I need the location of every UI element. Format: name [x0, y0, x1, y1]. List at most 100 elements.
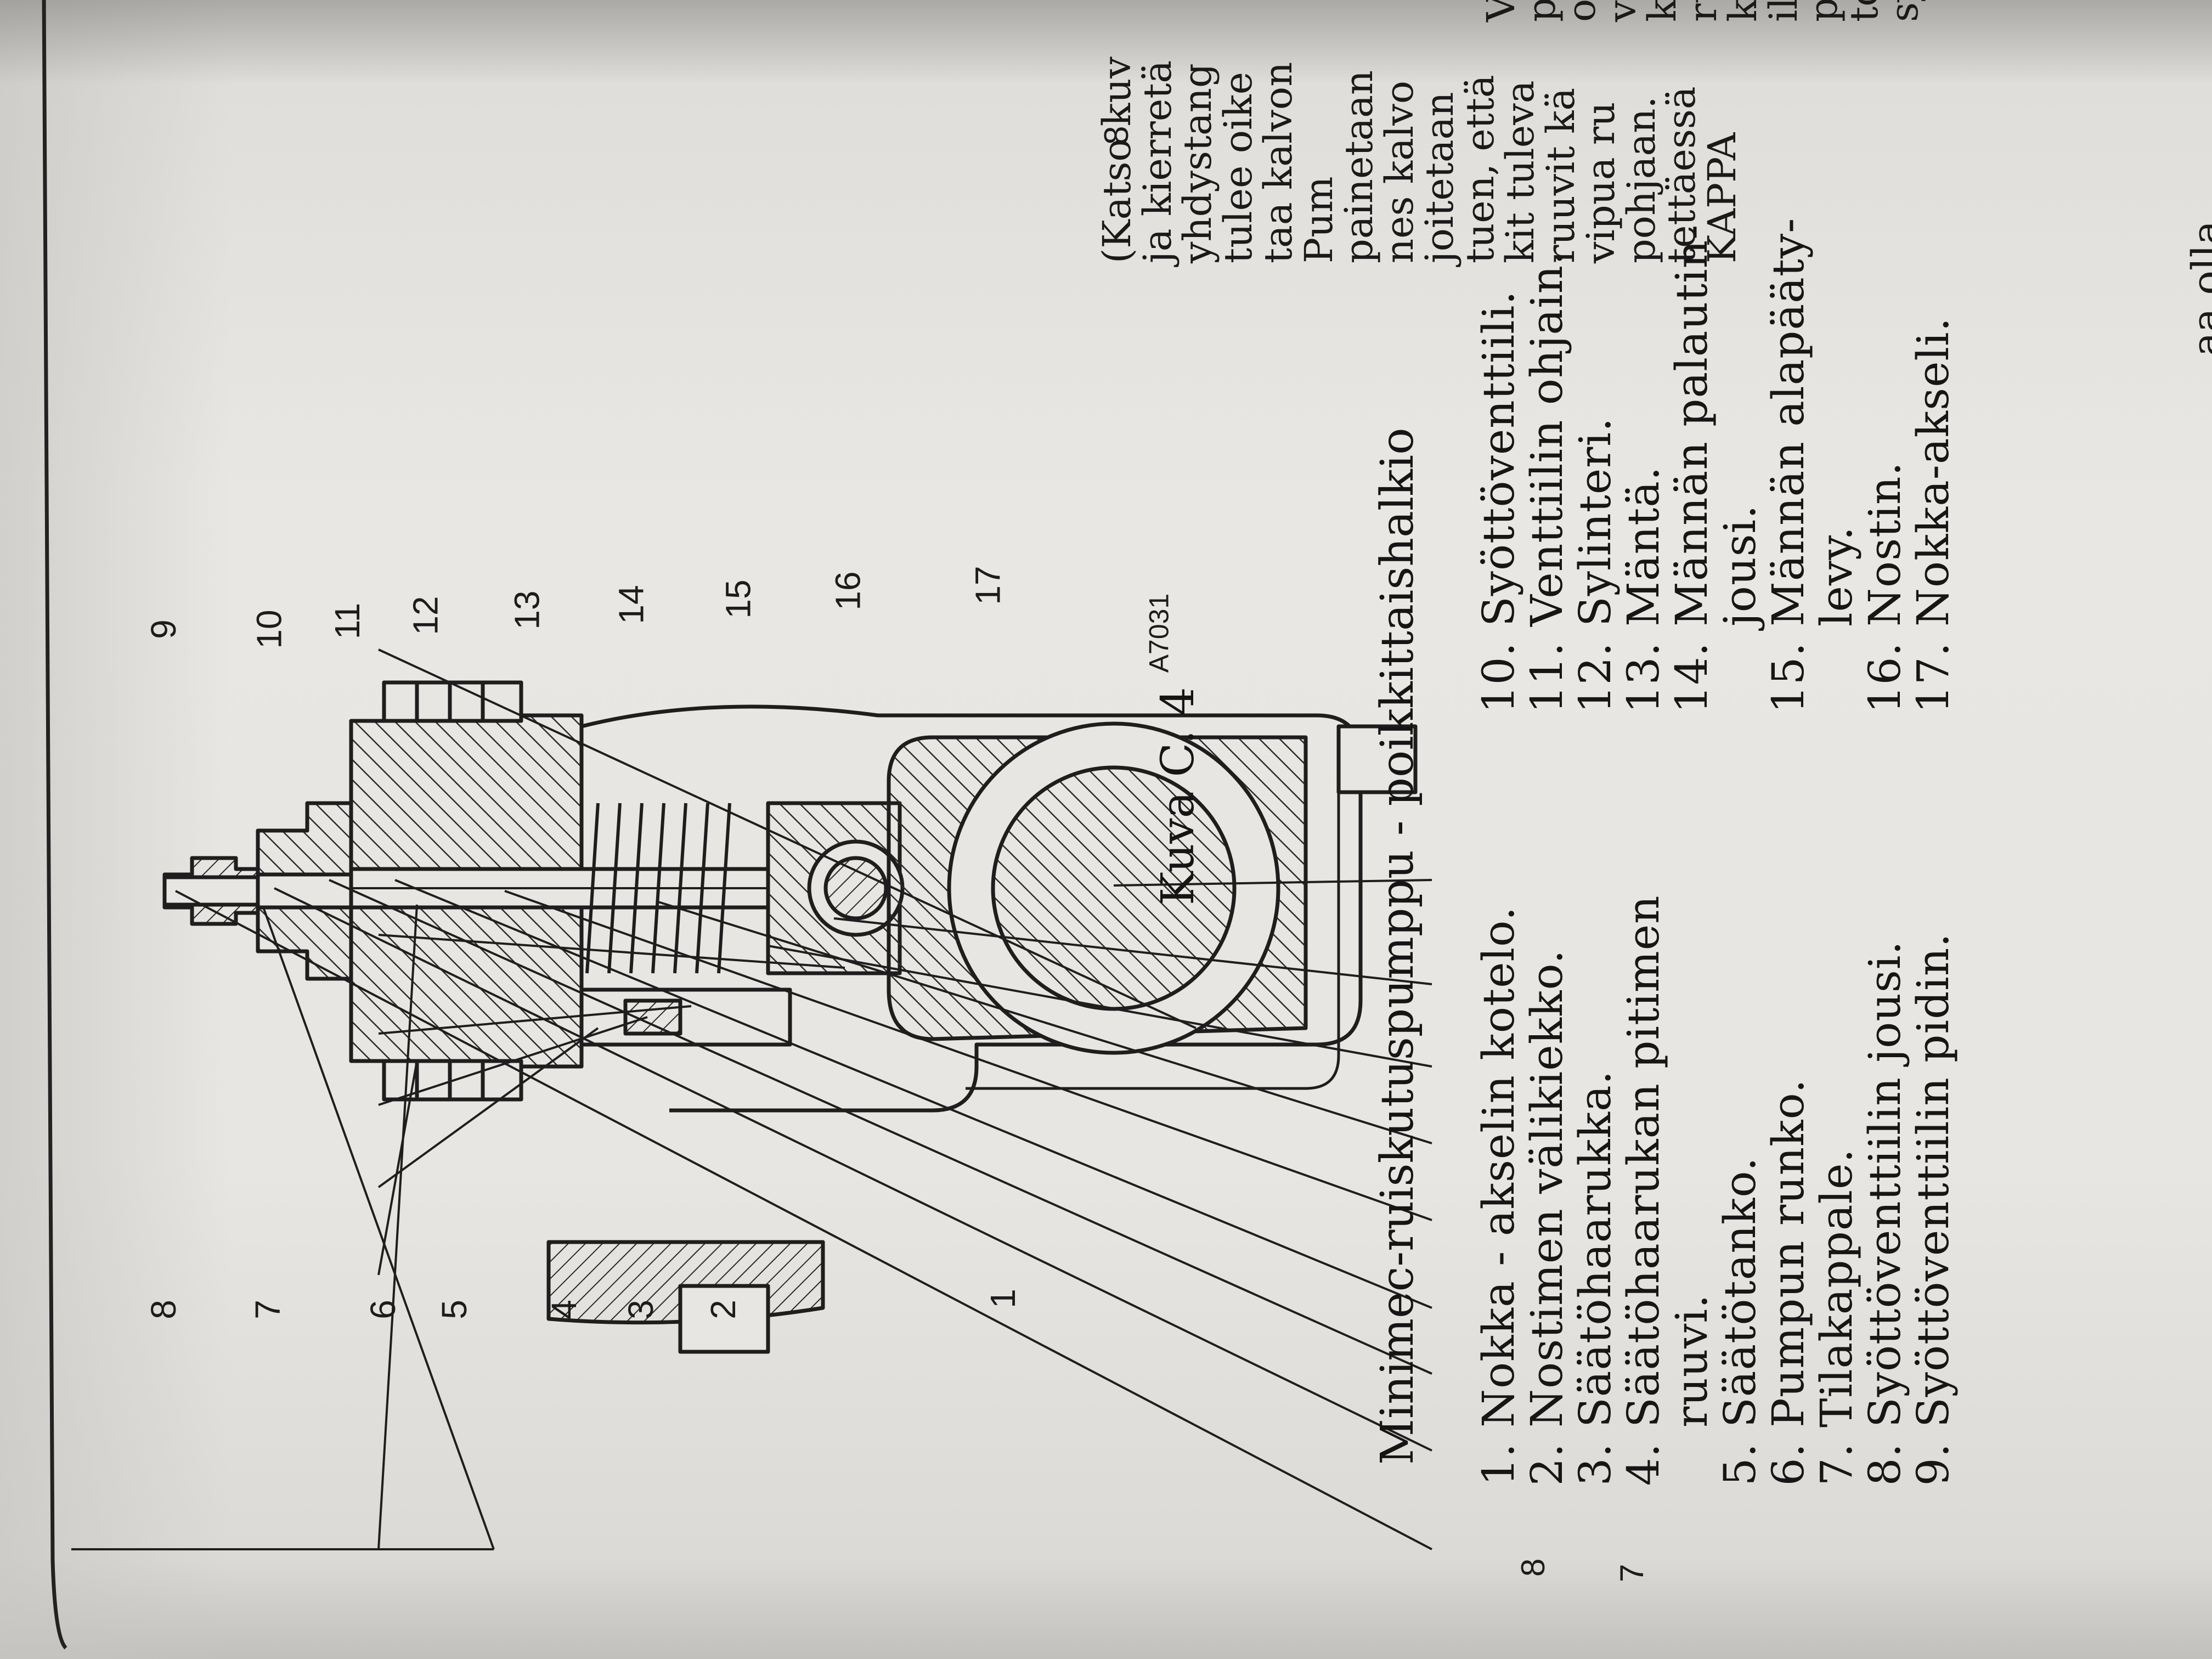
figure-caption: Kuva C. 4: [1152, 687, 1204, 905]
fig-label-5: 5: [434, 1300, 474, 1319]
text-line: kuplato: [1640, 0, 1685, 22]
text-line: taa kalvon: [1256, 61, 1301, 263]
fig-label-12: 12: [405, 596, 445, 635]
drawing-code: A7031: [1143, 593, 1175, 673]
fig-label-1: 1: [983, 1289, 1023, 1308]
fig-label-15: 15: [718, 579, 758, 619]
legend-item-text: Syöttöventtiilin pidin.: [1908, 933, 1959, 1427]
legend-item-text: Säätöhaarukan pitimen: [1618, 895, 1669, 1427]
legend-item-number: 3.: [1570, 1443, 1621, 1486]
text-line: joitetaan: [1417, 92, 1462, 263]
legend-item-number: 8.: [1859, 1443, 1910, 1486]
legend-item-number: 11.: [1521, 642, 1572, 714]
legend-item-number: 10.: [1473, 642, 1524, 714]
legend-item: 11. Venttiilin ohjain.: [1521, 218, 1572, 724]
legend-column-2: 10. Syöttöventtiili. 11. Venttiilin ohjain.…: [1473, 217, 1959, 724]
fig-label-3: 3: [620, 1300, 661, 1319]
text-line: poltton: [1519, 0, 1564, 22]
legend-item-number: 7.: [1811, 1443, 1862, 1486]
fig-label-17: 17: [968, 566, 1008, 605]
legend-item: 5. Säätötanko.: [1714, 895, 1765, 1525]
fig-label-11: 11: [328, 602, 368, 640]
fig-label-13: 13: [507, 590, 547, 630]
legend-item-text: Nokka-akseli.: [1908, 317, 1959, 627]
fig-label-14: 14: [611, 585, 651, 624]
text-line: yhdystang: [1175, 63, 1220, 263]
legend-item-text: Nostimen välikiekko.: [1521, 949, 1572, 1427]
legend-item-text: Venttiilin ohjain.: [1521, 250, 1572, 627]
legend-item-number: 4.: [1618, 1443, 1669, 1486]
text-line: KAPPA: [1699, 132, 1745, 263]
text-line: ilmaru: [1761, 0, 1806, 22]
legend-item-number: 15.: [1763, 642, 1814, 714]
legend-item: levy.: [1811, 218, 1862, 724]
legend-item-text: jousi.: [1714, 504, 1765, 627]
legend-item-text: Mäntä.: [1618, 466, 1669, 627]
legend-item: 4. Säätöhaarukan pitimen: [1618, 895, 1669, 1525]
legend-item-text: Säätötanko.: [1714, 1156, 1765, 1427]
fig-label-8: 8: [143, 1300, 183, 1319]
text-line: poltto: [1801, 0, 1846, 22]
text-line: ja kierretä: [1135, 60, 1180, 263]
legend-item: 7.Tilakappale.: [1811, 895, 1862, 1525]
legend-item: 9. Syöttöventtiilin pidin.: [1908, 895, 1959, 1525]
legend-item: 2.Nostimen välikiekko.: [1521, 895, 1572, 1525]
legend-item-text: Männän alapääty-: [1763, 217, 1814, 627]
margin-bracket: [42, 0, 67, 1650]
text-line: pohjaan.: [1618, 96, 1664, 263]
legend-item: 1.Nokka - akselin kotelo.: [1473, 895, 1524, 1525]
legend-item-text: ruuvi.: [1666, 1294, 1717, 1428]
legend-item-text: Säätöhaarukka.: [1570, 1070, 1621, 1427]
legend-item-text: Sylinteri.: [1570, 417, 1621, 627]
legend-item: 15. Männän alapääty-: [1763, 217, 1814, 724]
legend-item: 10. Syöttöventtiili.: [1473, 218, 1524, 724]
text-line: vipua ru: [1578, 101, 1623, 263]
fig-label-9: 9: [143, 619, 183, 639]
bottom-fragment: ...aa olla: [2183, 220, 2212, 395]
legend-item-number: 1.: [1473, 1443, 1524, 1486]
text-line: ruuvit kä: [1538, 87, 1583, 263]
text-line: tori ta: [1842, 0, 1887, 22]
legend-item: jousi.: [1714, 218, 1765, 724]
text-line: V: [1479, 0, 1523, 22]
text-line: tuen, että: [1457, 75, 1503, 263]
far-right-text-column: Vpolttonolevaavulla jakuplatoruiskukäsiv…: [1479, 0, 1927, 22]
fig-label-4: 4: [544, 1300, 584, 1319]
legend-item-text: Pumpun runko.: [1763, 1079, 1814, 1427]
text-line: (Katso kuv: [1094, 57, 1139, 263]
legend-item: 14.Männän palautin-: [1666, 218, 1717, 724]
fig-label-7: 7: [247, 1300, 287, 1319]
text-line: tulee oike: [1215, 71, 1261, 263]
legend-item-number: 16.: [1859, 642, 1910, 714]
legend-item-text: Nostin.: [1859, 461, 1910, 627]
legend-item: ruuvi.: [1666, 895, 1717, 1525]
fig-label-16: 16: [828, 571, 868, 611]
legend-item-number: 5.: [1714, 1443, 1765, 1486]
figure-title: Minimec-ruiskutuspumppu - poikkittaishal…: [1372, 427, 1424, 1465]
fig-label-2: 2: [703, 1300, 743, 1319]
fig-label-6: 6: [363, 1300, 403, 1319]
legend-item-text: Syöttöventtiilin jousi.: [1859, 940, 1910, 1427]
legend-item: 12. Sylinteri.: [1570, 218, 1621, 724]
text-line: kit tuleva: [1498, 80, 1543, 264]
legend-item-number: 12.: [1570, 642, 1621, 714]
text-line: Pum: [1296, 176, 1341, 263]
text-line: syötto: [1882, 0, 1927, 22]
text-line: tettäessä: [1659, 86, 1704, 263]
legend-item-text: Männän palautin-: [1666, 224, 1717, 627]
text-line: ruisku: [1680, 0, 1725, 22]
legend-item: 8. Syöttöventtiilin jousi.: [1859, 895, 1910, 1525]
legend-item: 17.Nokka-akseli.: [1908, 218, 1959, 724]
legend-item: 13. Mäntä.: [1618, 218, 1669, 724]
legend-item-number: 9.: [1908, 1443, 1959, 1486]
legend-item-text: levy.: [1811, 526, 1862, 627]
legend-item-text: Syöttöventtiili.: [1473, 290, 1524, 627]
text-line: painetaan: [1336, 70, 1381, 263]
legend-item-number: 13.: [1618, 642, 1669, 714]
legend-item-number: 6.: [1763, 1443, 1814, 1486]
text-line: olevaa: [1559, 0, 1604, 22]
